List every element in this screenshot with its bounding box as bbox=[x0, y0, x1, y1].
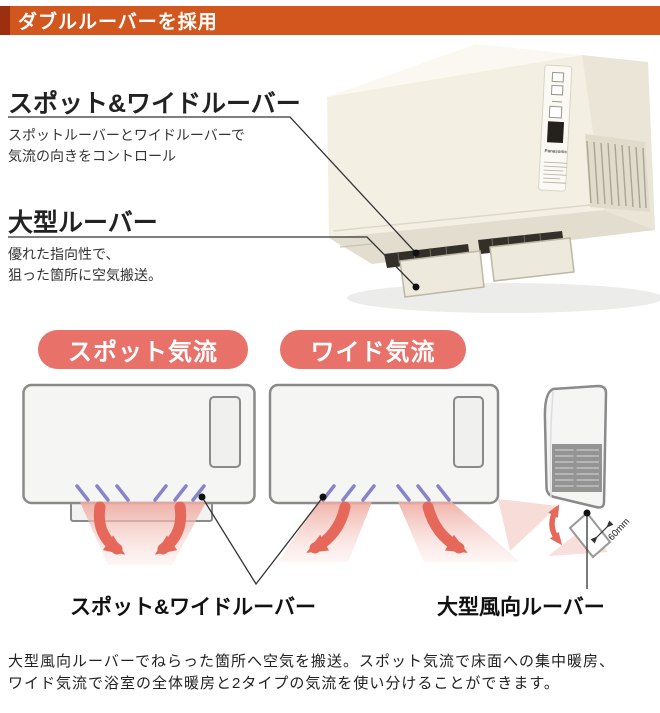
feature-desc-line: 狙った箇所に空気搬送。 bbox=[8, 267, 162, 283]
diagram-wind-flap bbox=[568, 511, 612, 559]
header-accent-stripe bbox=[0, 6, 10, 35]
diagram-spot-airflow bbox=[22, 383, 256, 565]
product-shadow bbox=[347, 283, 660, 313]
footer-line: 大型風向ルーバーでねらった箇所へ空気を搬送。スポット気流で床面への集中暖房、 bbox=[8, 653, 615, 670]
callout-dot-slats bbox=[412, 249, 420, 257]
diagram-outlet-tab bbox=[70, 493, 213, 522]
swing-arrow bbox=[548, 504, 563, 546]
footer-line: ワイド気流で浴室の全体暖房と2タイプの気流を使い分けることができます。 bbox=[8, 675, 560, 692]
product-right-face bbox=[582, 55, 655, 230]
product-louver-flap-left bbox=[399, 250, 485, 298]
diagram-side-view: 60mm bbox=[498, 384, 632, 559]
diagram-unit-front bbox=[22, 383, 256, 505]
feature-desc-line: 気流の向きをコントロール bbox=[8, 148, 176, 164]
diagram-control-panel bbox=[453, 396, 484, 468]
feature-heading-large-louver: 大型ルーバー bbox=[8, 209, 158, 237]
callout-dot-spot bbox=[198, 493, 206, 501]
product-louver-slats-left bbox=[384, 244, 470, 268]
diagram-unit-front bbox=[268, 383, 500, 505]
callout-dot-flap-pivot bbox=[583, 509, 591, 517]
airflow-cone bbox=[80, 502, 206, 565]
product-control-panel: Panasonic bbox=[538, 64, 573, 192]
diagram-control-panel bbox=[209, 396, 241, 468]
callout-lines-bottom bbox=[201, 496, 588, 589]
airflow-cone bbox=[278, 502, 372, 562]
product-louver-slats-right bbox=[478, 231, 564, 254]
product-brand-text: Panasonic bbox=[544, 148, 567, 154]
badge-wide-airflow: ワイド気流 bbox=[280, 330, 466, 369]
dimension-text: 60mm bbox=[606, 516, 632, 543]
diagram-side-grille bbox=[552, 444, 602, 492]
label-spot-wide-louver: スポット&ワイドルーバー bbox=[70, 596, 316, 619]
product-side-grille bbox=[585, 134, 650, 212]
feature-desc-spot-wide: スポットルーバーとワイドルーバーで 気流の向きをコントロール bbox=[8, 125, 245, 167]
diagram-louver-slats bbox=[321, 484, 451, 502]
airflow-arrows-converging bbox=[93, 501, 187, 555]
section-header-bar: ダブルルーバーを採用 bbox=[0, 6, 660, 35]
diagram-unit-side bbox=[543, 384, 608, 509]
label-large-wind-louver: 大型風向ルーバー bbox=[437, 596, 605, 619]
feature-desc-line: スポットルーバーとワイドルーバーで bbox=[8, 127, 245, 143]
airflow-cone bbox=[398, 502, 520, 562]
callout-dot-flap bbox=[412, 283, 420, 291]
feature-desc-large-louver: 優れた指向性で、 狙った箇所に空気搬送。 bbox=[8, 244, 162, 286]
footer-description: 大型風向ルーバーでねらった箇所へ空気を搬送。スポット気流で床面への集中暖房、 ワ… bbox=[8, 651, 656, 695]
diagram-wide-airflow bbox=[268, 383, 520, 562]
airflow-cone bbox=[548, 527, 608, 556]
feature-desc-line: 優れた指向性で、 bbox=[8, 246, 120, 262]
dimension-arrow bbox=[590, 520, 614, 544]
airflow-cone bbox=[498, 499, 558, 551]
feature-heading-spot-wide: スポット&ワイドルーバー bbox=[8, 90, 301, 118]
callout-dot-wide bbox=[319, 493, 327, 501]
product-bottom-face bbox=[329, 210, 655, 264]
airflow-arrows-diverging bbox=[306, 501, 468, 554]
product-spec-sticker bbox=[542, 161, 567, 184]
product-front-face bbox=[327, 55, 604, 238]
product-louver-flap-right bbox=[489, 237, 575, 282]
product-photo: Panasonic bbox=[327, 44, 660, 313]
product-top-face bbox=[327, 44, 648, 97]
badge-spot-airflow: スポット気流 bbox=[38, 330, 248, 369]
diagram-louver-slats bbox=[75, 484, 206, 502]
section-title: ダブルルーバーを採用 bbox=[18, 12, 218, 33]
